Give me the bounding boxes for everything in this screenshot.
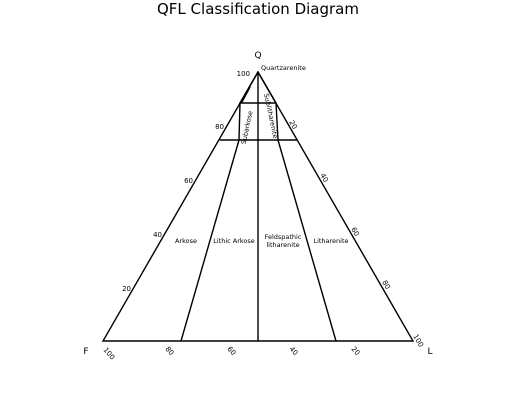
apex-label-f: F (83, 347, 88, 357)
boundary-subarkose-upper (239, 71, 259, 104)
tick-q-side-connector (241, 86, 251, 103)
tick-bottom-20: 20 (349, 345, 361, 357)
field-label-litharenite: Litharenite (313, 237, 348, 245)
field-label-feldspathic-litharenite-line2: litharenite (266, 241, 299, 249)
tick-bottom-80: 80 (163, 345, 175, 357)
diagram-title: QFL Classification Diagram (157, 0, 359, 18)
tick-left-40: 40 (153, 231, 162, 239)
field-label-lithic-arkose: Lithic Arkose (213, 237, 255, 245)
boundary-arkose-lithic-arkose (180, 139, 240, 342)
tick-left-100: 100 (237, 70, 250, 78)
tick-left-20: 20 (122, 285, 131, 293)
tick-left-60: 60 (184, 177, 193, 185)
field-label-quartzarenite: Quartzarenite (261, 64, 306, 72)
field-label-feldspathic-litharenite-line1: Feldspathic (265, 233, 302, 241)
tick-bottom-60: 60 (225, 345, 237, 357)
tick-right-60: 60 (349, 226, 360, 238)
tick-right-20: 20 (287, 119, 298, 131)
boundary-sublitharenite-upper (257, 71, 277, 104)
tick-left-80: 80 (215, 123, 224, 131)
tick-right-80: 80 (380, 279, 391, 291)
boundary-feldspathic-litharenite (277, 139, 337, 342)
field-label-arkose: Arkose (175, 237, 197, 245)
apex-label-l: L (427, 347, 432, 357)
tick-bottom-100: 100 (101, 346, 116, 361)
apex-label-q: Q (254, 51, 261, 61)
tick-right-40: 40 (318, 172, 329, 184)
boundary-subarkose-lower (238, 102, 241, 141)
tick-bottom-40: 40 (287, 345, 299, 357)
boundary-sublitharenite-lower (275, 102, 279, 141)
